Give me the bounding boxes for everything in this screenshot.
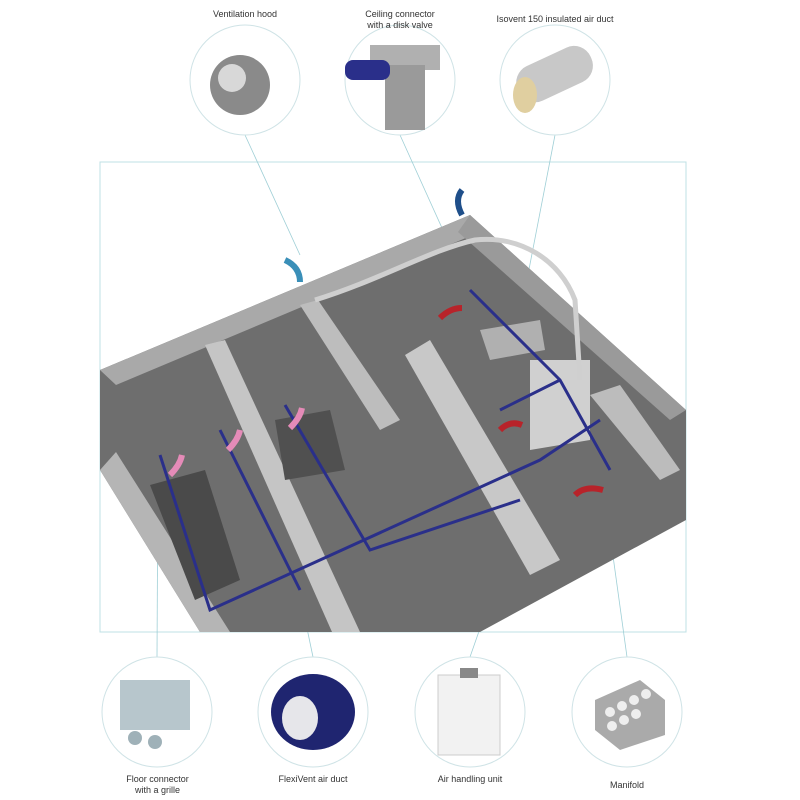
label-floor-connector: Floor connector with a grille — [126, 774, 189, 795]
label-isovent-duct: Isovent 150 insulated air duct — [496, 14, 614, 24]
flexivent-ducts — [158, 288, 612, 613]
isovent-duct — [314, 236, 583, 381]
manifold-image — [595, 680, 665, 750]
label-ventilation-hood: Ventilation hood — [212, 9, 278, 19]
label-ceiling-connector: Ceiling connector with a disk valve — [365, 9, 435, 30]
floor-connector-image — [120, 680, 190, 749]
flexivent-duct-image — [271, 674, 355, 750]
isovent-duct-image — [513, 45, 593, 113]
ceiling-connector-image — [345, 45, 440, 130]
house-cutaway — [100, 215, 686, 632]
air-handling-unit-image — [437, 668, 501, 756]
label-manifold: Manifold — [609, 780, 645, 790]
label-flexivent-duct: FlexiVent air duct — [278, 774, 348, 784]
airflow-arrows — [167, 188, 604, 498]
ventilation-hood-image — [210, 55, 270, 115]
label-air-handling-unit: Air handling unit — [437, 774, 503, 784]
